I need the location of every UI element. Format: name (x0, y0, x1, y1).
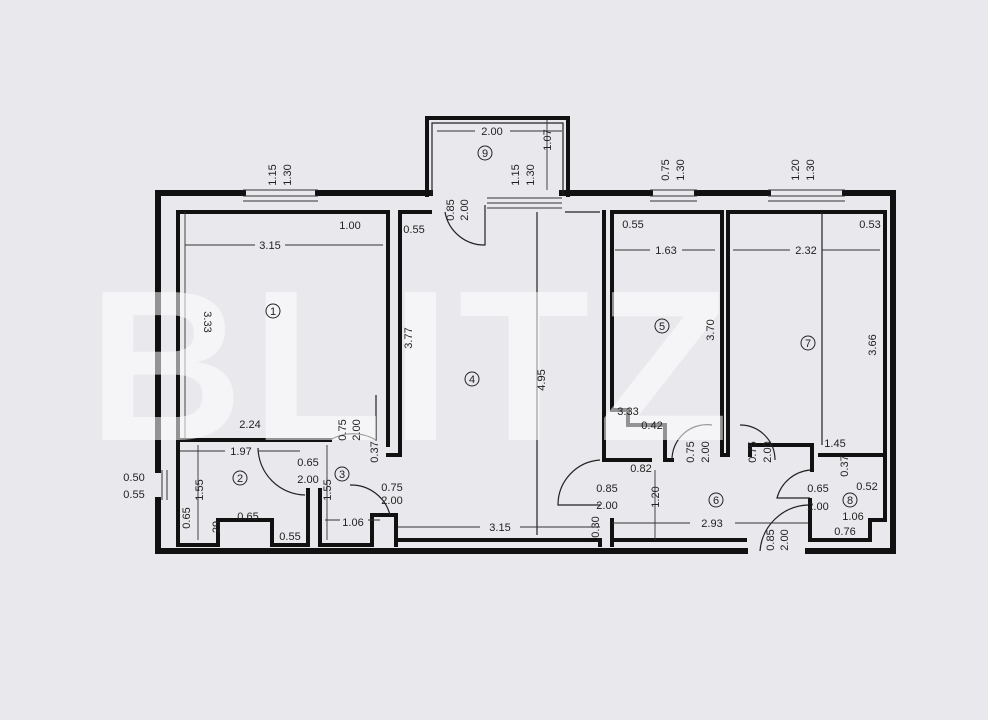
dim-label: 0.37 (369, 441, 381, 462)
dim-label: 1.63 (655, 245, 676, 257)
dim-label: 0.75 (337, 419, 349, 440)
room-number-6: 6 (713, 495, 719, 507)
dim-label: 0.85 (445, 199, 457, 220)
dim-label: 0.85 (765, 529, 777, 550)
dim-label: 0.82 (630, 463, 651, 475)
dim-label: 1.07 (542, 129, 554, 150)
dim-label: 1.20 (650, 486, 662, 507)
dim-label: 0.76 (834, 526, 855, 538)
watermark-logo: BLITZ (88, 245, 737, 486)
dim-label: 4.95 (536, 369, 548, 390)
dimension-labels: 1.15 1.30 1.15 1.30 1.07 2.00 0.85 2.00 … (123, 126, 880, 551)
dim-label: 2.00 (762, 441, 774, 462)
dim-label: 2.00 (700, 441, 712, 462)
dim-label: 2.93 (701, 518, 722, 530)
dim-label: 3.15 (259, 240, 280, 252)
dim-label: 0.75 (381, 482, 402, 494)
dim-label: 3.66 (867, 334, 879, 355)
room-number-7: 7 (805, 338, 811, 350)
doors (257, 205, 811, 552)
dim-label: 0.52 (856, 481, 877, 493)
dim-label: 0.65 (237, 511, 258, 523)
dim-label: 1.00 (339, 220, 360, 232)
dim-label: 1.45 (824, 438, 845, 450)
room-number-2: 2 (237, 473, 243, 485)
dim-label: 0.37 (839, 455, 851, 476)
interior-walls (176, 210, 887, 547)
dim-label: 0.55 (279, 531, 300, 543)
dim-label: 1.30 (525, 164, 537, 185)
room-number-1: 1 (270, 306, 276, 318)
dim-label: 0.75 (660, 159, 672, 180)
dim-label: 2.00 (297, 474, 318, 486)
dim-label: 1.06 (842, 511, 863, 523)
balcony (425, 116, 570, 197)
dim-label: 0.85 (596, 483, 617, 495)
dim-label: 0.30 (590, 516, 602, 537)
dim-label: 3.77 (403, 327, 415, 348)
dim-label: 2.00 (779, 529, 791, 550)
dim-label: 2.24 (239, 419, 260, 431)
dim-label: 1.30 (675, 159, 687, 180)
dim-label: 2.32 (795, 245, 816, 257)
dimension-lines (180, 120, 880, 540)
dim-label: 0.55 (622, 219, 643, 231)
room-number-4: 4 (469, 374, 475, 386)
dim-label: 2.00 (807, 501, 828, 513)
dim-label: 3.70 (705, 319, 717, 340)
room-markers: 1 2 3 4 5 6 7 8 9 (232, 145, 858, 508)
dim-label: 0.65 (181, 507, 193, 528)
dim-label: 1.20 (790, 159, 802, 180)
dim-label: 2.00 (351, 419, 363, 440)
dim-label: 2.00 (381, 495, 402, 507)
dim-label: 0.42 (641, 420, 662, 432)
room-number-8: 8 (847, 495, 853, 507)
dim-label: 0.75 (747, 441, 759, 462)
dim-label: 0.65 (297, 457, 318, 469)
dim-label: 0.55 (123, 489, 144, 501)
dim-label: 1.15 (510, 164, 522, 185)
dim-label: 1.06 (342, 517, 363, 529)
dim-label: 0.65 (807, 483, 828, 495)
dim-label: 3.33 (201, 311, 213, 332)
dim-label: 1.15 (267, 164, 279, 185)
room-number-5: 5 (659, 321, 665, 333)
dim-label: 1.30 (805, 159, 817, 180)
dim-label: 0.50 (123, 472, 144, 484)
dim-label: 0.53 (859, 219, 880, 231)
dim-label: 1.55 (322, 479, 334, 500)
dim-label: 1.97 (230, 446, 251, 458)
dim-label: 1.30 (282, 164, 294, 185)
dim-label: 2.00 (481, 126, 502, 138)
dim-label: 1.55 (194, 479, 206, 500)
dim-label: 3.15 (489, 522, 510, 534)
dim-label: 2.00 (596, 500, 617, 512)
exterior-walls (155, 189, 896, 554)
room-number-9: 9 (482, 148, 488, 160)
room-number-3: 3 (339, 469, 345, 481)
dim-label: 3.33 (617, 406, 638, 418)
dim-label: 0.55 (403, 224, 424, 236)
dim-label: 2.00 (459, 199, 471, 220)
dim-label: 29 (211, 521, 223, 533)
dim-label: 0.75 (685, 441, 697, 462)
